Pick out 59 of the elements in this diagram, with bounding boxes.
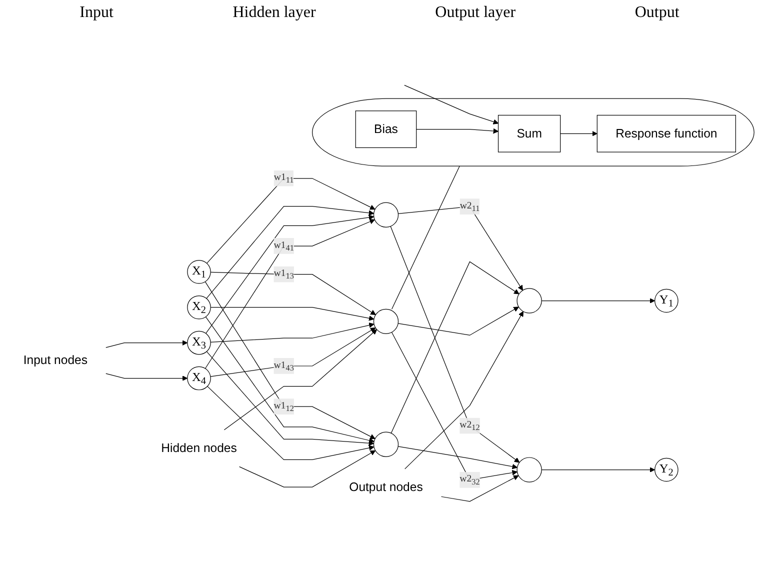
edge-label: w2$_{32}$ bbox=[460, 474, 480, 486]
arrow bbox=[210, 272, 376, 316]
edge-label: w1$_{11}$ bbox=[274, 172, 294, 185]
node-circle: X$_{1}$ bbox=[187, 260, 211, 284]
arrow bbox=[210, 307, 374, 321]
node-text: Output nodes bbox=[349, 480, 423, 494]
arrow bbox=[398, 306, 519, 336]
arrow bbox=[440, 475, 519, 502]
layer-heading: Output bbox=[634, 4, 680, 22]
arrow bbox=[204, 219, 375, 369]
arrow bbox=[390, 261, 520, 434]
arrow bbox=[204, 282, 376, 440]
arrow bbox=[560, 131, 598, 136]
edge-label: w1$_{12}$ bbox=[274, 400, 294, 413]
node-circle: X$_{2}$ bbox=[187, 296, 211, 320]
arrow bbox=[210, 328, 376, 378]
arrow bbox=[206, 214, 374, 334]
arrow bbox=[404, 311, 524, 470]
layer-heading: Hidden layer bbox=[232, 4, 316, 22]
arrow bbox=[416, 128, 499, 134]
arrow bbox=[206, 178, 376, 264]
layer-heading: Output layer bbox=[435, 4, 516, 22]
node-box: Sum bbox=[498, 115, 561, 153]
arrow bbox=[206, 206, 374, 299]
arrow bbox=[106, 373, 188, 382]
arrow bbox=[398, 206, 523, 291]
edge-label: w1$_{41}$ bbox=[274, 240, 294, 252]
node-circle: X$_{3}$ bbox=[187, 331, 211, 355]
edge-label: w2$_{11}$ bbox=[460, 200, 480, 213]
node-box: Bias bbox=[355, 110, 417, 148]
arrow bbox=[404, 85, 499, 125]
edge-label: w2$_{12}$ bbox=[460, 420, 480, 432]
arrow bbox=[391, 332, 518, 480]
arrow bbox=[210, 322, 374, 343]
node-circle: X$_{4}$ bbox=[187, 366, 211, 390]
connector bbox=[392, 166, 460, 310]
layer-heading: Input bbox=[80, 4, 114, 22]
node-circle bbox=[373, 202, 399, 228]
node-circle: Y$_{1}$ bbox=[654, 289, 678, 313]
arrow bbox=[224, 329, 378, 430]
arrow bbox=[106, 340, 188, 348]
node-circle bbox=[373, 432, 399, 458]
edge-label: w1$_{13}$ bbox=[274, 268, 294, 281]
arrow bbox=[206, 351, 374, 446]
arrow bbox=[398, 446, 518, 470]
node-text: Input nodes bbox=[23, 354, 88, 368]
arrow bbox=[205, 316, 374, 444]
arrow bbox=[390, 226, 520, 463]
node-text: Hidden nodes bbox=[161, 442, 237, 456]
arrow bbox=[207, 386, 374, 460]
node-circle bbox=[516, 288, 542, 314]
node-circle bbox=[516, 457, 542, 482]
node-circle: Y$_{2}$ bbox=[654, 458, 678, 482]
arrow bbox=[541, 298, 656, 304]
node-box: Response function bbox=[596, 115, 736, 153]
edge-label: w1$_{43}$ bbox=[274, 360, 294, 372]
arrow bbox=[541, 467, 656, 473]
node-circle bbox=[373, 308, 399, 334]
arrow bbox=[239, 450, 376, 488]
